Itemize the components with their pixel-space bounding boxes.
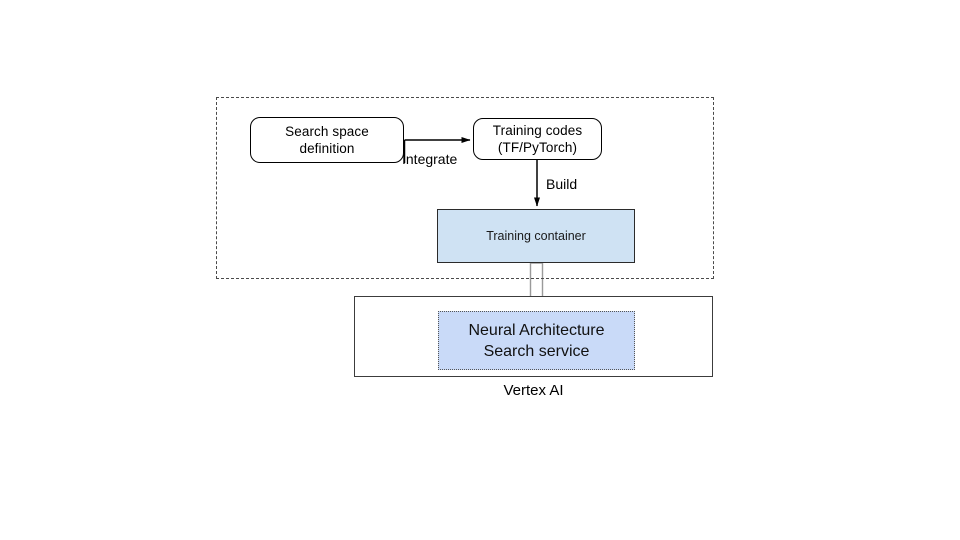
node-line-1: Search space <box>285 124 369 139</box>
edge-label-build: Build <box>546 176 578 192</box>
edge-label-integrate: Integrate <box>402 151 458 167</box>
node-line-2: (TF/PyTorch) <box>497 140 578 155</box>
node-line-1: Training codes <box>492 123 583 138</box>
node-training-codes-text: Training codes (TF/PyTorch) <box>493 122 582 156</box>
node-training-container-label: Training container <box>486 229 586 243</box>
node-line-2: definition <box>299 141 355 156</box>
node-search-space-definition[interactable]: Search space definition <box>250 117 404 163</box>
node-training-codes[interactable]: Training codes (TF/PyTorch) <box>473 118 602 160</box>
user-workflow-group <box>216 97 714 279</box>
node-nas-text: Neural Architecture Search service <box>468 320 604 362</box>
node-line-1: Neural Architecture <box>468 321 605 339</box>
node-neural-architecture-search-service[interactable]: Neural Architecture Search service <box>438 311 635 370</box>
vertex-ai-label: Vertex AI <box>503 382 564 399</box>
node-search-space-definition-text: Search space definition <box>285 123 369 157</box>
node-line-2: Search service <box>483 342 590 360</box>
node-training-container[interactable]: Training container <box>437 209 635 263</box>
